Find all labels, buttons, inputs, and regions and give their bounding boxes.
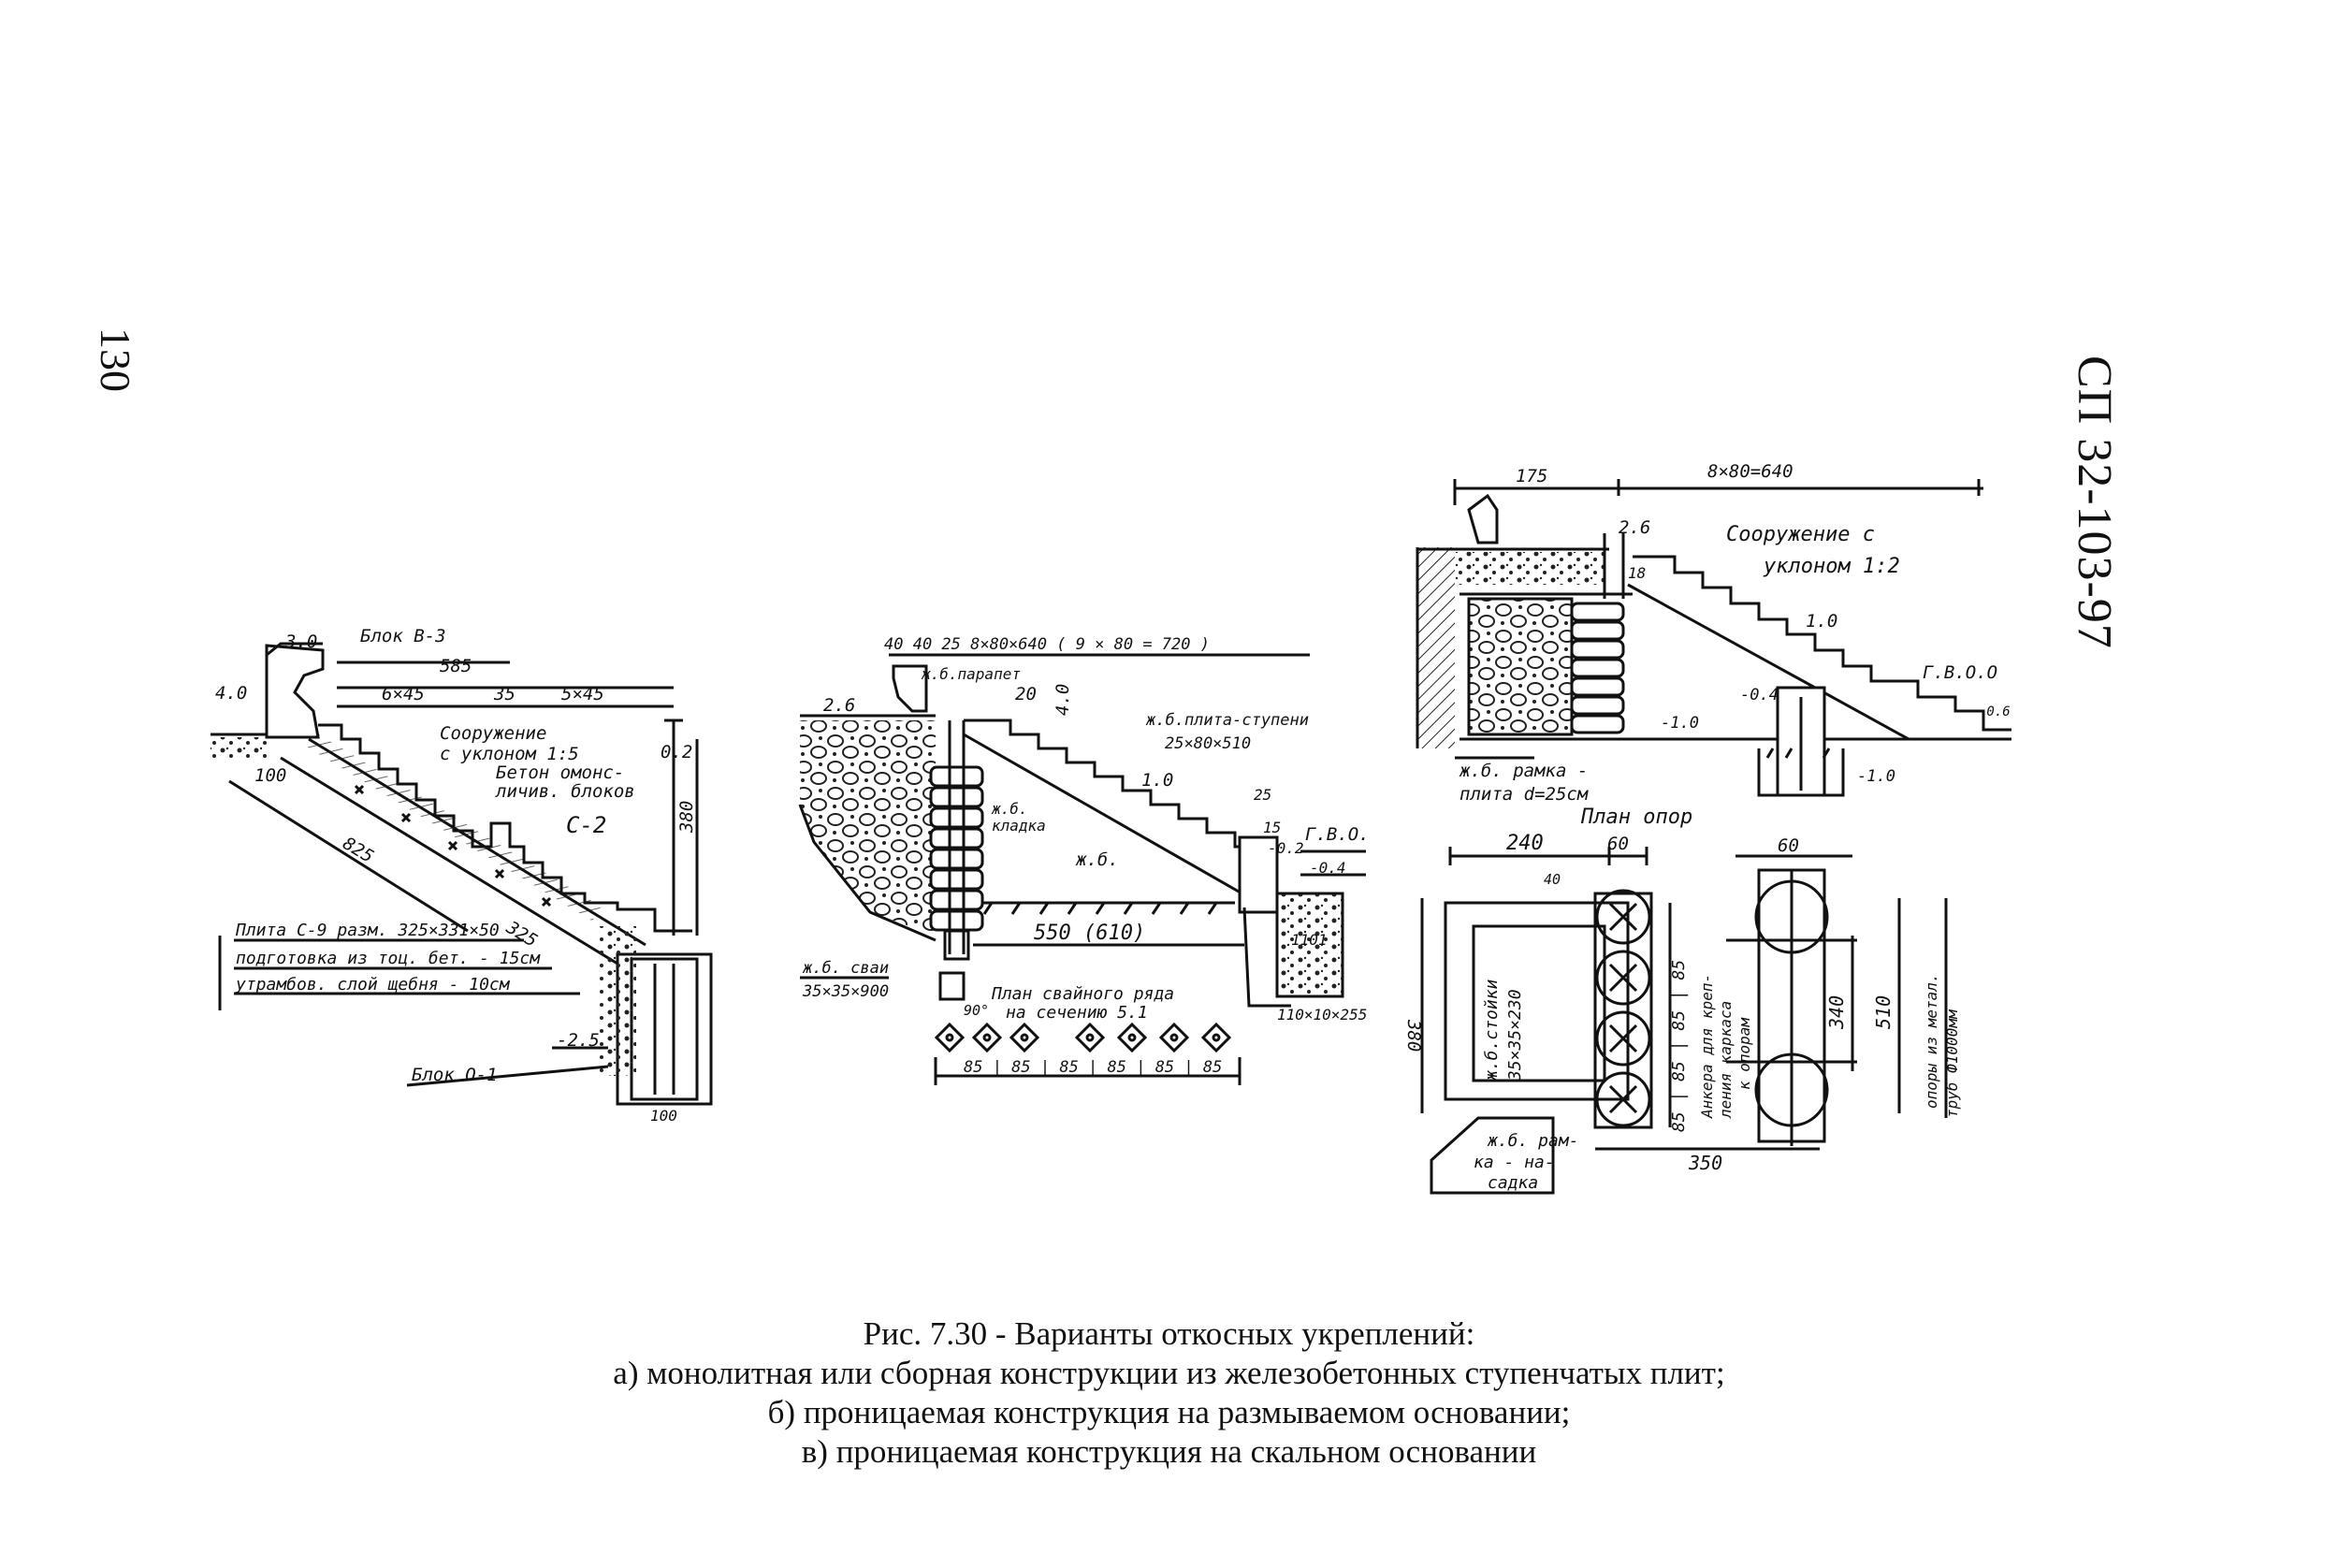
label-gvo: Г.В.О.О	[1923, 662, 1997, 683]
label-kladka-1: ж.б.	[991, 800, 1028, 818]
label-plita-2: 25×80×510	[1165, 734, 1251, 753]
label-soor-2: с уклоном 1:5	[440, 744, 579, 764]
label-dim-325: 325	[502, 917, 542, 951]
label-dim-8x80: 8×80=640	[1707, 461, 1793, 482]
label-plita-c9: Плита С-9 разм. 325×331×50	[235, 921, 500, 940]
caption-title: Рис. 7.30 - Варианты откосных укреплений…	[863, 1315, 1475, 1352]
label-plan-opor: План опор	[1580, 806, 1692, 829]
label-dim-20: 20	[1015, 684, 1037, 704]
label-lvl-m04: -0.4	[1310, 859, 1346, 877]
label-parapet: ж.б.парапет	[921, 665, 1021, 683]
label-c2: С-2	[566, 812, 606, 838]
panel-c-permeable-rock	[1416, 479, 2011, 1195]
panel-b-labels: 40 40 25 8×80×640 ( 9 × 80 = 720 ) ж.б.п…	[802, 635, 1370, 1077]
label-gvo: Г.В.О.	[1305, 824, 1370, 845]
label-lvl-m10b: -1.0	[1857, 767, 1895, 786]
label-dim-240: 240	[1506, 832, 1544, 855]
label-blok-o1: Блок О-1	[412, 1065, 498, 1085]
label-ramka-1: ж.б. рамка -	[1459, 761, 1588, 781]
panel-a-monolithic-slab	[211, 642, 713, 1106]
label-dim-35: 35	[493, 684, 516, 704]
label-opory-1: опоры из метал.	[1923, 974, 1940, 1110]
label-base: 110×10×255	[1277, 1006, 1367, 1024]
label-dim-40: 4.0	[1053, 684, 1073, 716]
label-dim-5x45: 5×45	[561, 684, 604, 704]
label-lvl-40: 4.0	[215, 683, 247, 704]
label-ankera-2: ления каркаса	[1717, 1001, 1735, 1119]
label-jb: ж.б.	[1075, 849, 1119, 870]
label-ramka-n2: ка - на-	[1474, 1153, 1555, 1172]
label-dim-18: 18	[1628, 564, 1646, 582]
panel-b-permeable-erodible	[798, 653, 1366, 1085]
label-beton-2: личив. блоков	[495, 781, 635, 802]
label-lvl-m06: -0.6	[1979, 704, 2011, 719]
label-dim-100: 100	[254, 765, 286, 786]
label-blok-b3: Блок В-3	[360, 626, 446, 646]
label-lvl-26: 2.6	[1619, 517, 1650, 538]
caption-line-a: а) монолитная или сборная конструкции из…	[613, 1355, 1725, 1391]
label-lvl-m04: -0.4	[1740, 686, 1779, 704]
label-soor-1: Сооружение	[440, 723, 546, 744]
label-dim-510: 510	[1872, 995, 1895, 1029]
panel-a-labels: Блок В-3 585 6×45 35 5×45 Сооружение с у…	[215, 626, 697, 1125]
label-dim-02: 0.2	[661, 742, 692, 762]
label-lvl-m25: -2.5	[557, 1030, 600, 1051]
label-svai-2: 35×35×900	[802, 982, 889, 1001]
label-stoyki-1: ж.б.стойки	[1482, 979, 1502, 1082]
label-opory-2: труб Ф1000мм	[1943, 1009, 1961, 1118]
label-dim-25: 25	[1254, 786, 1271, 804]
label-dim-6x45: 6×45	[382, 684, 425, 704]
label-lvl-m10: -1.0	[1661, 714, 1699, 733]
label-dim-40: 40	[1544, 871, 1561, 888]
label-spacing: 85 | 85 | 85 | 85	[1669, 960, 1689, 1132]
label-dim-350: 350	[1688, 1152, 1722, 1174]
label-dim-175: 175	[1516, 466, 1547, 486]
label-plan-2: на сечению 5.1	[1006, 1003, 1148, 1023]
label-podgotovka: подготовка из тоц. бет. - 15см	[236, 949, 541, 968]
label-spacing: 85 | 85 | 85 | 85 | 85 | 85	[964, 1058, 1222, 1077]
panel-c-labels: 175 8×80=640 2.6 Сооружение с уклоном 1:…	[1403, 461, 2011, 1193]
label-ramka-2: плита d=25см	[1459, 784, 1589, 805]
label-ramka-n1: ж.б. рам-	[1487, 1131, 1579, 1151]
label-dim-15: 15	[1263, 819, 1281, 836]
label-top-dims: 40 40 25 8×80×640 ( 9 × 80 = 720 )	[884, 635, 1210, 654]
label-stoyki-2: 35×35×230	[1505, 989, 1525, 1082]
label-dim-100b: 100	[650, 1107, 677, 1125]
figure-7-30: Блок В-3 585 6×45 35 5×45 Сооружение с у…	[211, 461, 2011, 1195]
label-dim-585: 585	[440, 656, 472, 676]
label-lvl-m02: -0.2	[1268, 839, 1304, 857]
label-dim-380: 380	[676, 801, 697, 834]
label-ankera-3: к опорам	[1735, 1017, 1753, 1090]
label-dim-60b: 60	[1778, 835, 1799, 856]
label-svai-1: ж.б. сваи	[802, 959, 889, 978]
label-beton-1: Бетон омонс-	[496, 762, 624, 783]
label-lvl-26: 2.6	[823, 695, 855, 716]
label-ramka-n3: садка	[1488, 1173, 1538, 1193]
label-lvl-10: 1.0	[1141, 770, 1173, 791]
label-span: 550 (610)	[1034, 922, 1145, 945]
label-dim-380: 380	[1403, 1019, 1424, 1052]
label-utrambov: утрамбов. слой щебня - 10см	[235, 975, 511, 995]
label-dim-340: 340	[1825, 995, 1848, 1030]
caption-line-c: в) проницаемая конструкция на скальном о…	[801, 1433, 1537, 1470]
label-lvl-30: 3.0	[284, 632, 317, 652]
caption-line-b: б) проницаемая конструкция на размываемо…	[767, 1394, 1571, 1430]
label-kladka-2: кладка	[992, 817, 1046, 835]
label-dim-60: 60	[1607, 834, 1629, 854]
label-plan-1: План свайного ряда	[991, 984, 1174, 1004]
label-ankera-1: Анкера для креп-	[1698, 974, 1716, 1119]
label-plita-1: ж.б.плита-ступени	[1145, 711, 1309, 730]
label-soor-1: Сооружение с	[1726, 523, 1875, 546]
figure-caption: Рис. 7.30 - Варианты откосных укреплений…	[0, 1314, 2338, 1472]
label-soor-2: уклоном 1:2	[1763, 555, 1900, 578]
label-lvl-10: 1.0	[1806, 611, 1837, 632]
label-dim-825: 825	[339, 833, 377, 867]
label-dim-1101: 1101	[1291, 931, 1328, 949]
label-angle: 90°	[964, 1002, 989, 1019]
